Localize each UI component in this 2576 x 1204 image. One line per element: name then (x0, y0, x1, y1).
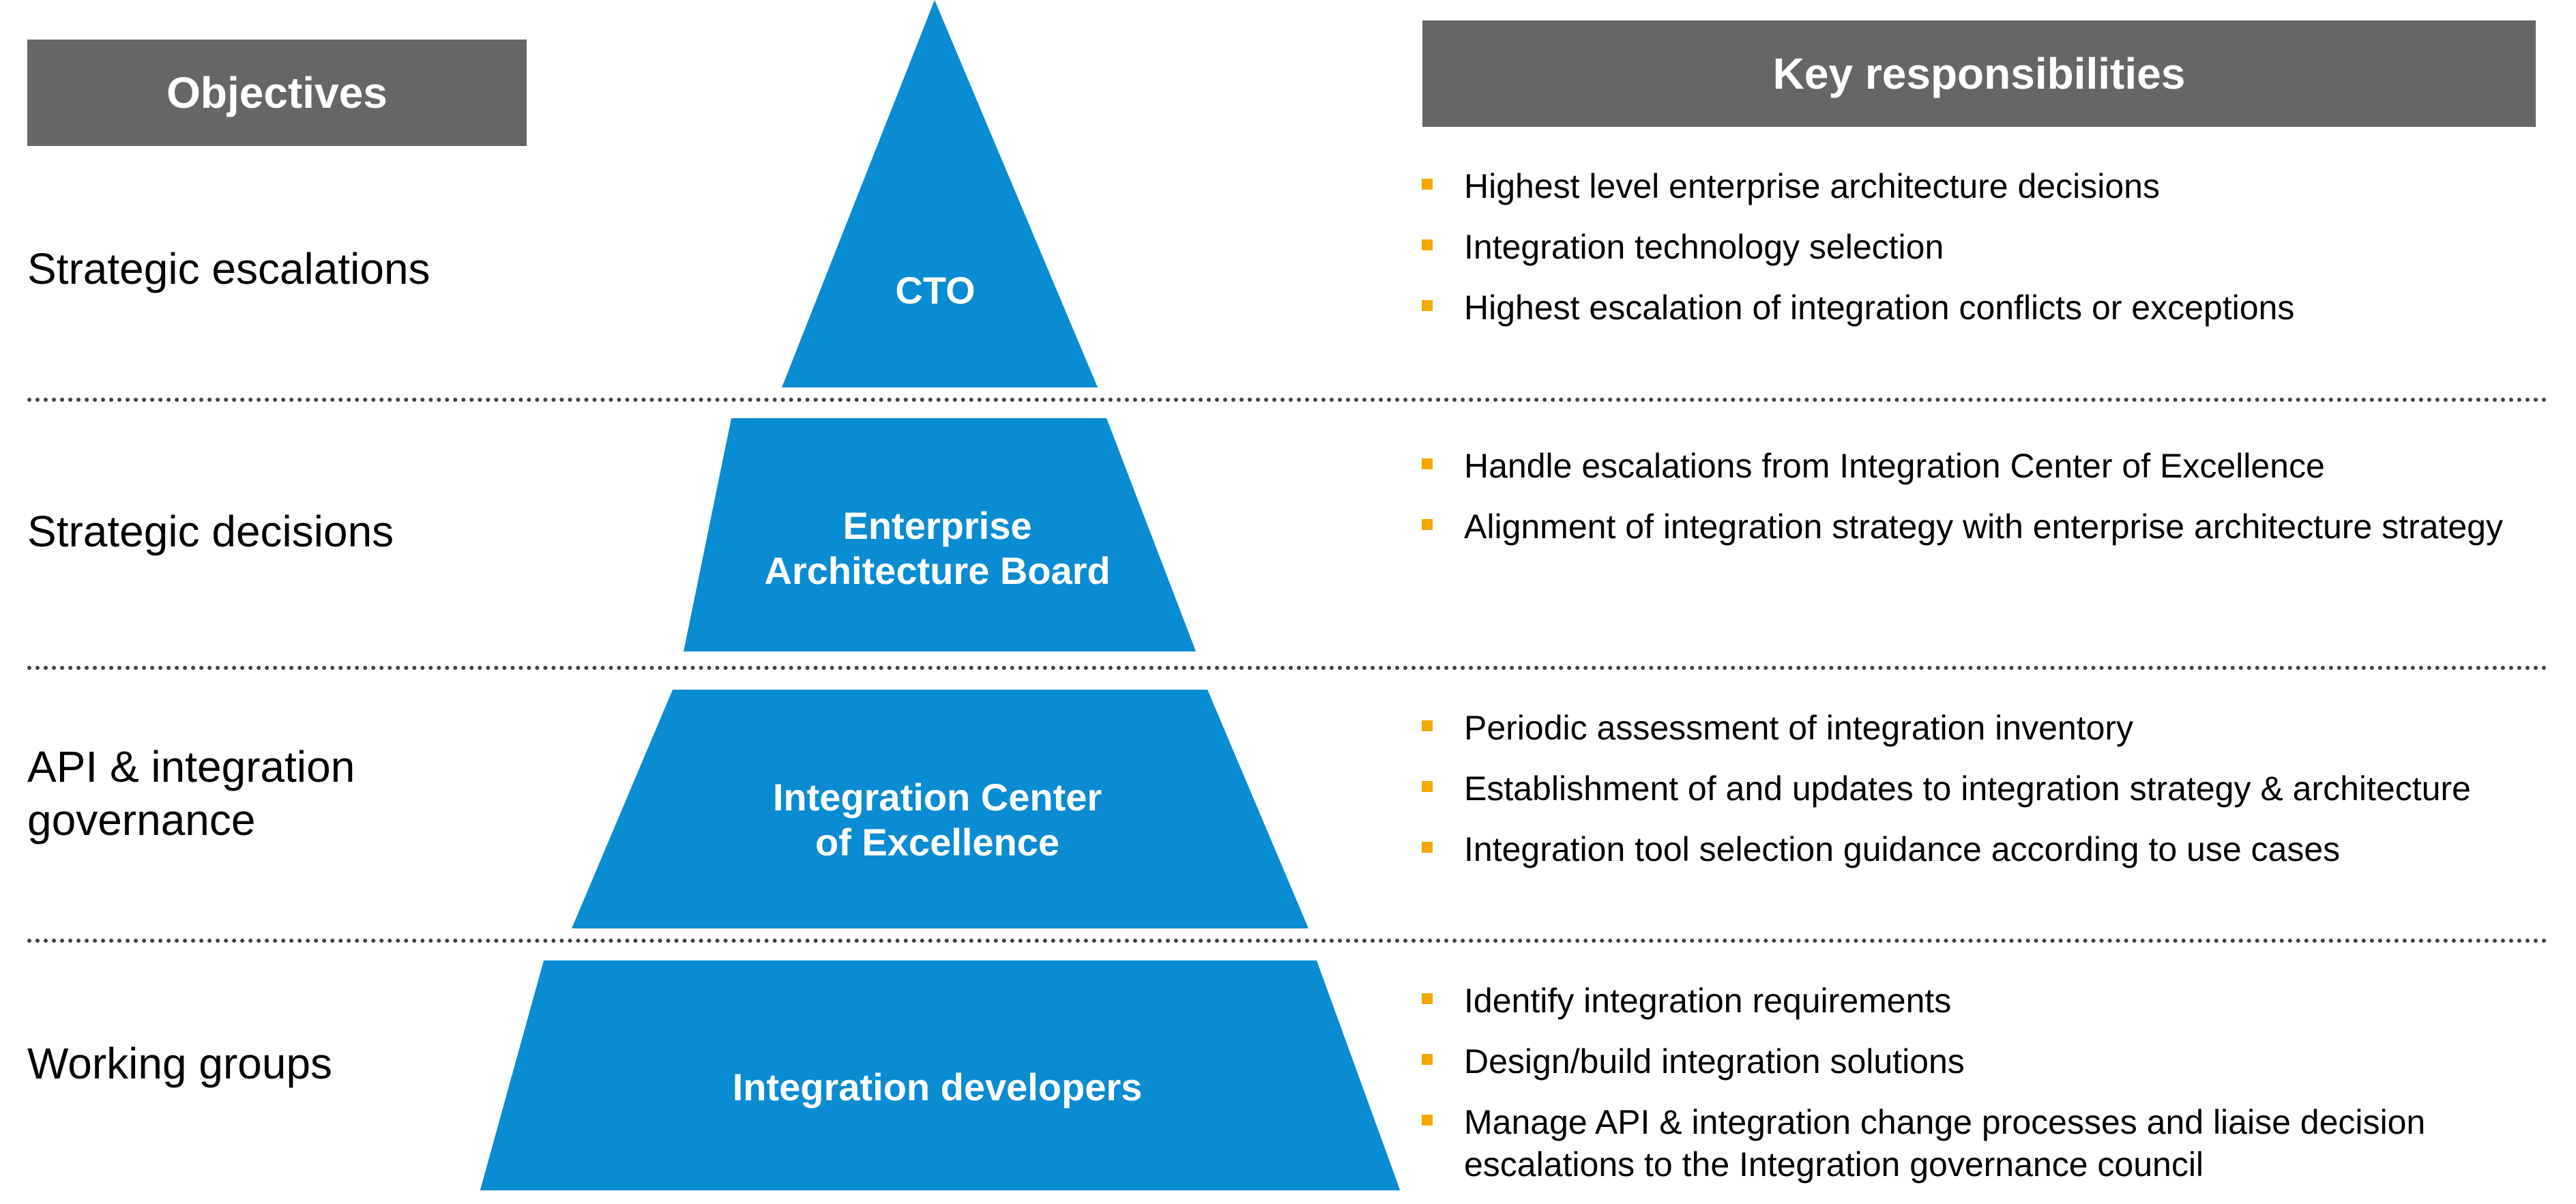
responsibilities-list-developers: Identify integration requirements Design… (1419, 980, 2569, 1204)
responsibility-text: Integration technology selection (1464, 228, 1944, 266)
bullet-icon (1422, 300, 1433, 311)
responsibility-text: Integration tool selection guidance acco… (1464, 830, 2341, 868)
tier-label-integration-coe: Integration Center of Excellence (772, 776, 1102, 864)
responsibilities-list-eab: Handle escalations from Integration Cent… (1419, 445, 2569, 566)
responsibility-text: Manage API & integration change processe… (1464, 1103, 2426, 1184)
tier-label-integration-developers: Integration developers (732, 1066, 1143, 1108)
bullet-icon (1422, 179, 1433, 190)
list-item: Integration tool selection guidance acco… (1419, 828, 2569, 870)
responsibility-text: Identify integration requirements (1464, 982, 1952, 1020)
objective-api-integration-governance: API & integration governance (27, 742, 355, 845)
responsibility-text: Periodic assessment of integration inven… (1464, 709, 2134, 747)
tier-label-cto: CTO (895, 269, 976, 312)
responsibility-text: Design/build integration solutions (1464, 1042, 1965, 1081)
bullet-icon (1422, 720, 1433, 731)
list-item: Handle escalations from Integration Cent… (1419, 445, 2569, 487)
objective-working-groups: Working groups (27, 1039, 333, 1088)
pyramid-tier-enterprise-architecture-board (684, 418, 1196, 651)
responsibility-text: Alignment of integration strategy with e… (1464, 508, 2503, 546)
list-item: Periodic assessment of integration inven… (1419, 707, 2569, 749)
responsibility-text: Handle escalations from Integration Cent… (1464, 447, 2325, 485)
bullet-icon (1422, 781, 1433, 792)
key-responsibilities-header: Key responsibilities (1422, 20, 2536, 127)
pyramid-tier-integration-developers (480, 960, 1401, 1190)
bullet-icon (1422, 1054, 1433, 1065)
tier-divider (27, 939, 2548, 943)
responsibilities-list-coe: Periodic assessment of integration inven… (1419, 707, 2569, 889)
tier-label-enterprise-architecture-board: Enterprise Architecture Board (764, 504, 1111, 592)
tier-divider (27, 666, 2548, 670)
objectives-header: Objectives (27, 40, 527, 146)
pyramid-tier-integration-coe (572, 690, 1308, 928)
list-item: Establishment of and updates to integrat… (1419, 767, 2569, 810)
bullet-icon (1422, 1115, 1433, 1126)
list-item: Integration technology selection (1419, 226, 2569, 268)
responsibility-text: Highest escalation of integration confli… (1464, 289, 2295, 327)
list-item: Identify integration requirements (1419, 980, 2569, 1022)
objective-strategic-decisions: Strategic decisions (27, 507, 394, 556)
responsibilities-list-cto: Highest level enterprise architecture de… (1419, 165, 2569, 347)
bullet-icon (1422, 458, 1433, 469)
responsibility-text: Highest level enterprise architecture de… (1464, 167, 2160, 205)
list-item: Design/build integration solutions (1419, 1040, 2569, 1083)
bullet-icon (1422, 842, 1433, 853)
bullet-icon (1422, 239, 1433, 250)
bullet-icon (1422, 519, 1433, 530)
list-item: Alignment of integration strategy with e… (1419, 505, 2569, 548)
bullet-icon (1422, 993, 1433, 1004)
list-item: Manage API & integration change processe… (1419, 1101, 2569, 1186)
list-item: Highest escalation of integration confli… (1419, 287, 2569, 329)
list-item: Highest level enterprise architecture de… (1419, 165, 2569, 207)
objective-strategic-escalations: Strategic escalations (27, 244, 430, 293)
pyramid-tier-cto (782, 0, 1098, 387)
responsibility-text: Establishment of and updates to integrat… (1464, 769, 2471, 808)
tier-divider (27, 398, 2548, 402)
